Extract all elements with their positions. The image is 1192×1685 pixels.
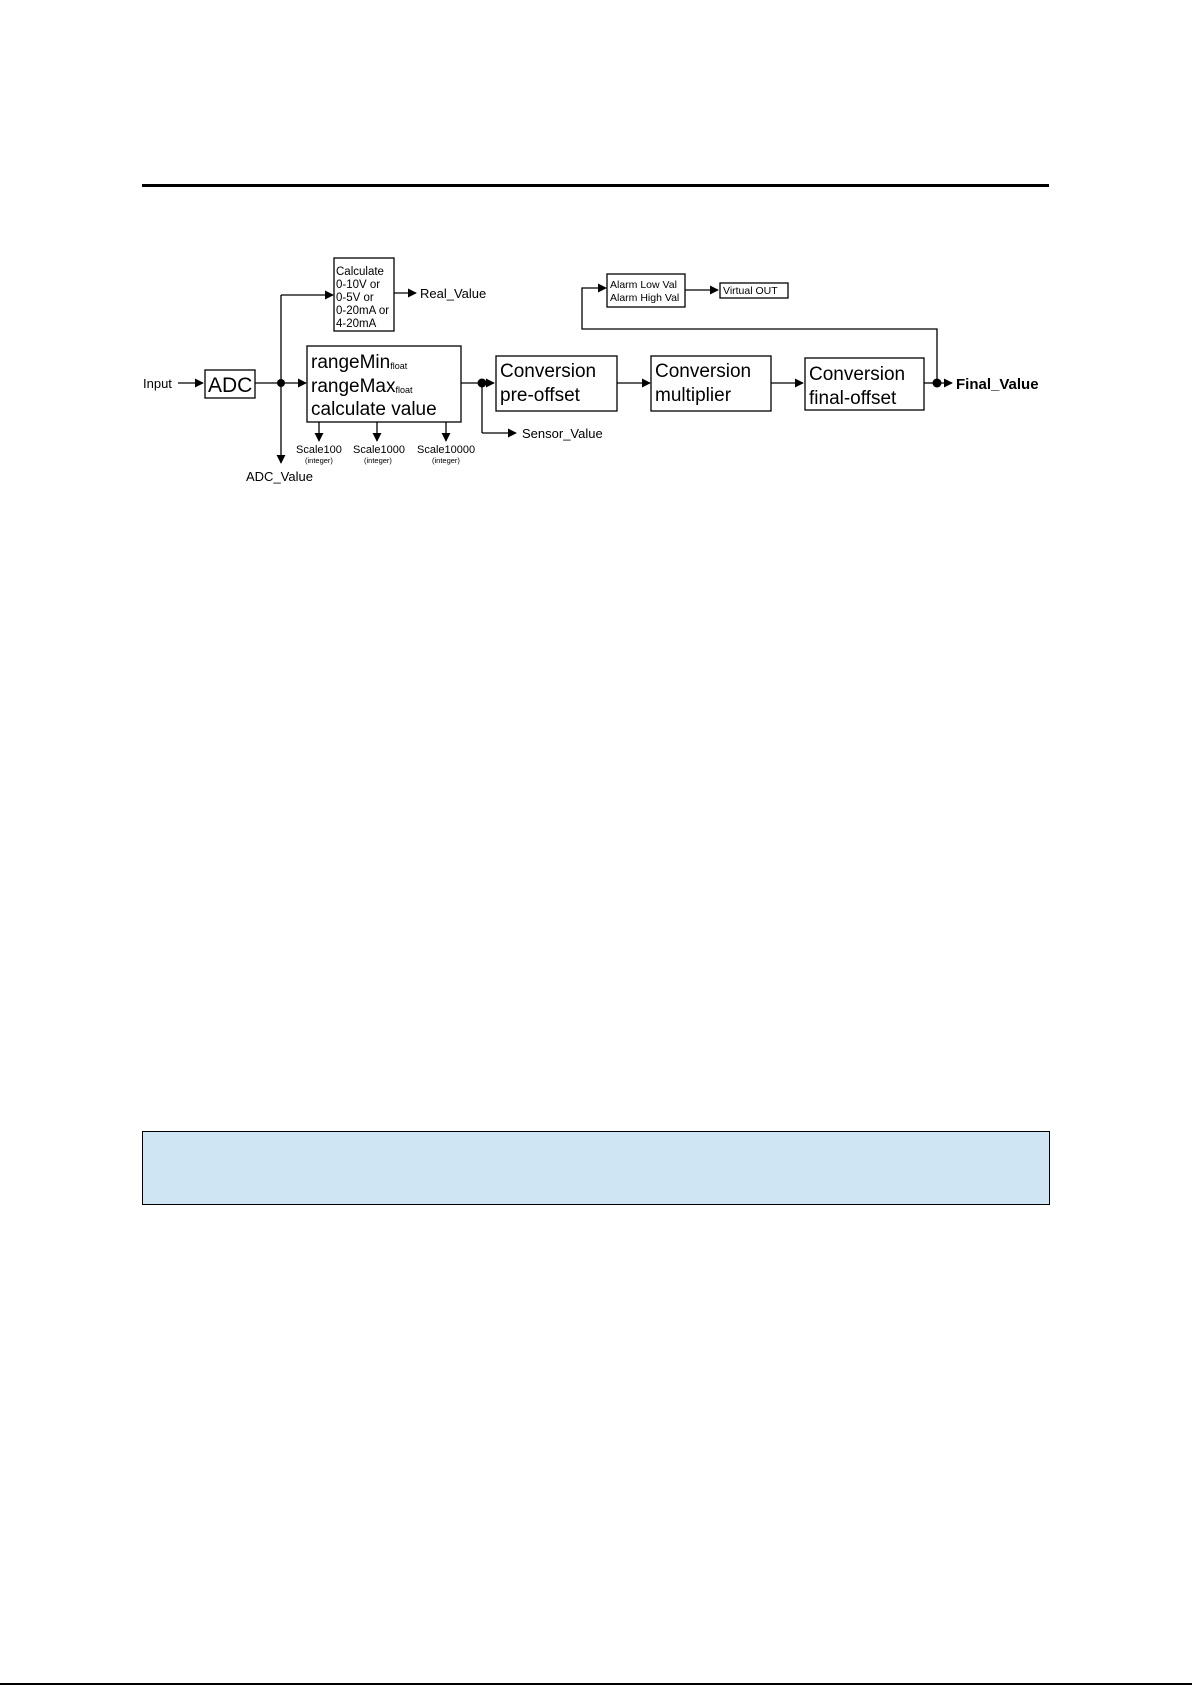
top-rule <box>142 184 1049 187</box>
bottom-rule <box>0 1683 1192 1685</box>
final-value-label: Final_Value <box>956 376 1039 393</box>
calculate-value-label: calculate value <box>311 399 437 420</box>
conversion-final-offset-box <box>804 357 925 411</box>
adc-value-label: ADC_Value <box>246 469 313 484</box>
alarm-line-1: Alarm Low Val <box>610 279 677 291</box>
conv-pre-line-1: Conversion <box>500 361 596 382</box>
calculate-line-1: Calculate <box>336 266 384 278</box>
virtual-out-label: Virtual OUT <box>723 285 778 297</box>
conv-final-line-1: Conversion <box>809 364 905 385</box>
calculate-box <box>333 257 395 332</box>
range-box <box>306 345 462 423</box>
sensor-value-label: Sensor_Value <box>522 426 603 441</box>
scale100-sub: (integer) <box>305 456 333 465</box>
conversion-pre-offset-box <box>495 355 618 412</box>
note-box <box>142 1131 1050 1205</box>
conversion-multiplier-box <box>650 355 772 412</box>
scale10000-label: Scale10000 <box>417 444 475 456</box>
range-min-sub: float <box>390 361 408 371</box>
scale100-label: Scale100 <box>296 444 342 456</box>
scale10000-sub: (integer) <box>432 456 460 465</box>
scale1000-sub: (integer) <box>364 456 392 465</box>
calculate-line-4: 0-20mA or <box>336 305 389 317</box>
calculate-line-5: 4-20mA <box>336 318 377 330</box>
signal-flow-diagram: Input ADC ADC_Value Calculate 0-10V or 0… <box>143 257 1039 484</box>
edge-feedback-alarm <box>581 283 938 383</box>
virtual-out-box <box>719 282 789 299</box>
conv-final-line-2: final-offset <box>809 388 897 409</box>
junction-adc <box>277 379 285 387</box>
range-max-label: rangeMaxfloat <box>311 376 413 397</box>
conv-pre-line-2: pre-offset <box>500 385 581 406</box>
junction-sensor <box>477 378 487 388</box>
conv-mult-line-2: multiplier <box>655 385 732 406</box>
conv-mult-line-1: Conversion <box>655 361 751 382</box>
range-min-label: rangeMinfloat <box>311 352 408 373</box>
adc-label: ADC <box>208 374 252 397</box>
alarm-box <box>606 273 686 308</box>
range-max-sub: float <box>396 385 414 395</box>
calculate-line-3: 0-5V or <box>336 292 374 304</box>
adc-box <box>204 369 256 399</box>
scale1000-label: Scale1000 <box>353 444 405 456</box>
calculate-line-2: 0-10V or <box>336 279 380 291</box>
input-label: Input <box>143 376 172 391</box>
real-value-label: Real_Value <box>420 286 486 301</box>
junction-final <box>932 378 942 388</box>
alarm-line-2: Alarm High Val <box>610 292 679 304</box>
